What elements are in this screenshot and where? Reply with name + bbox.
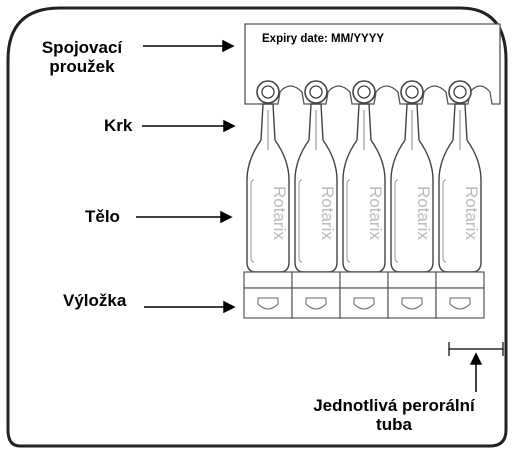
tube-base-row: [243, 271, 485, 319]
tube-ring: [400, 80, 424, 104]
tube-ring: [448, 80, 472, 104]
tube-brand-text: Rotarix: [318, 186, 337, 240]
base-slot: [305, 297, 327, 310]
base-cap: [291, 271, 341, 289]
label-jednotliva-line2: tuba: [376, 415, 412, 434]
tube: Rotarix: [294, 80, 338, 273]
base-cell: [243, 287, 293, 319]
single-tube-bracket: [448, 342, 504, 356]
tube-ring: [352, 80, 376, 104]
tube-ring-inner: [405, 85, 419, 99]
tube-ring-inner: [309, 85, 323, 99]
tube-brand-text: Rotarix: [414, 186, 433, 240]
arrow-spojovaci-head: [222, 39, 235, 53]
tube: Rotarix: [390, 80, 434, 273]
label-single-tube: Jednotlivá perorální tuba: [286, 396, 502, 434]
tube-ring: [256, 80, 280, 104]
base-slot: [257, 297, 279, 310]
base-cell: [291, 287, 341, 319]
outer-frame: [6, 6, 508, 448]
arrow-tuba-head: [469, 352, 483, 365]
tube: Rotarix: [342, 80, 386, 273]
base-slot: [401, 297, 423, 310]
base-cell: [435, 287, 485, 319]
tube-ring-inner: [453, 85, 467, 99]
label-body: Tělo: [85, 207, 120, 226]
tube-ring-inner: [357, 85, 371, 99]
base-cap: [435, 271, 485, 289]
label-spojovaci-line2: proužek: [49, 57, 115, 76]
label-spojovaci-line1: Spojovací: [41, 38, 123, 57]
tube: Rotarix: [246, 80, 290, 273]
arrows: [136, 39, 483, 392]
base-cell: [387, 287, 437, 319]
base-cell: [339, 287, 389, 319]
tube-brand-text: Rotarix: [462, 186, 481, 240]
tube: Rotarix: [438, 80, 482, 273]
arrow-telo-head: [220, 210, 233, 224]
label-connecting-strip: Spojovací proužek: [20, 38, 144, 76]
tube-ring: [304, 80, 328, 104]
label-base: Výložka: [63, 291, 127, 310]
tube-brand-text: Rotarix: [270, 186, 289, 240]
arrow-vylozka-head: [223, 300, 236, 314]
base-slot: [353, 297, 375, 310]
base-cap: [387, 271, 437, 289]
tube-ring-inner: [261, 85, 275, 99]
label-neck: Krk: [104, 116, 133, 135]
base-cap: [243, 271, 293, 289]
base-cap: [339, 271, 389, 289]
arrow-krk-head: [223, 119, 236, 133]
tube-brand-text: Rotarix: [366, 186, 385, 240]
tubes-group: Rotarix Rotarix Rotarix Rotarix Rotarix: [243, 80, 485, 319]
label-jednotliva-line1: Jednotlivá perorální: [313, 396, 475, 415]
base-slot: [449, 297, 471, 310]
expiry-date-text: Expiry date: MM/YYYY: [262, 33, 385, 45]
